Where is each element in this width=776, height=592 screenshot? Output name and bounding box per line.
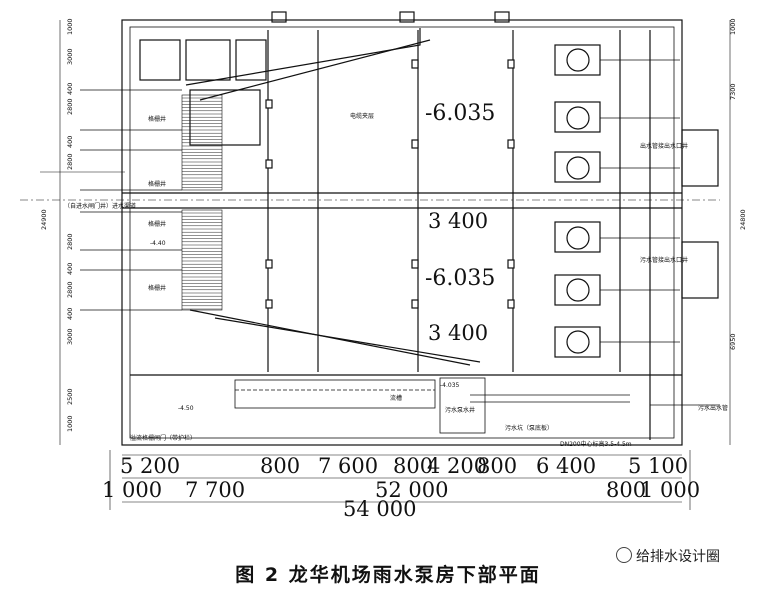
dim-row1-5: 800 (477, 454, 517, 478)
left-dim-10: 400 (66, 308, 74, 320)
inner-wall (129, 26, 675, 439)
label-outlet-top: 出水管接出水口井 (640, 142, 688, 150)
width-label-bottom: 3 400 (428, 321, 488, 345)
label-sewage-outlet: 污水出水管 (698, 404, 728, 412)
dim-total: 54 000 (343, 497, 416, 521)
elevation-bottom: -6.035 (425, 266, 495, 291)
label-grille-1: 格栅井 (148, 115, 166, 123)
watermark-text: 给排水设计圈 (636, 549, 720, 565)
label-sewage-pump: 污水泵水井 (445, 406, 475, 414)
elevation-labels: -6.035 -6.035 3 400 3 400 (425, 101, 495, 345)
room-labels: 格栅井 格栅井 格栅井 格栅井 电缆夹层 流槽 污水泵水井 污水坑（泵底板） 出… (64, 112, 728, 448)
dim-row1-0: 5 200 (120, 454, 180, 478)
left-dim-9: 2800 (66, 281, 74, 298)
left-dim-12: 2500 (66, 388, 74, 405)
left-dim-5: 2800 (66, 153, 74, 170)
left-dim-7: 2800 (66, 233, 74, 250)
label-grille-4: 格栅井 (148, 284, 166, 292)
dim-row1-7: 5 100 (628, 454, 688, 478)
width-label-top: 3 400 (428, 209, 488, 233)
left-dim-6: 24900 (40, 209, 48, 230)
dim-row2-4: 1 000 (640, 478, 700, 502)
dim-row2-2: 52 000 (375, 478, 448, 502)
dim-row2-1: 7 700 (185, 478, 245, 502)
left-dim-13: 1000 (66, 415, 74, 432)
label-inlet: （自进水闸门井）进水渠道 (64, 202, 136, 210)
dim-row1-3: 800 (393, 454, 433, 478)
left-dimensions: 1000 3000 400 2800 400 2800 24900 2800 400 2800 40… (40, 18, 74, 432)
left-dim-2: 400 (66, 83, 74, 95)
dim-row1-2: 7 600 (318, 454, 378, 478)
label-flow: 流槽 (390, 394, 402, 402)
left-dim-0: 1000 (66, 18, 74, 35)
watermark: 给排水设计圈 (616, 546, 720, 566)
label-valve-note: 溢流格栅闸门（带护栏） (130, 434, 196, 442)
right-dim-2: 24800 (739, 209, 747, 230)
dim-row1-1: 800 (260, 454, 300, 478)
label-pipe-dn: DN200中心标高3.5-4.5m (560, 440, 632, 448)
label-elev-small2: -4.50 (178, 405, 194, 412)
label-grille-2: 格栅井 (148, 180, 166, 188)
label-outlet-bottom: 污水管接出水口井 (640, 256, 688, 264)
dim-row2-0: 1 000 (102, 478, 162, 502)
left-dim-1: 3000 (66, 48, 74, 65)
label-sewage-pit: 污水坑（泵底板） (505, 424, 553, 432)
right-dimensions: 1000 7300 24800 6950 (729, 18, 747, 350)
pump-group-top (554, 44, 601, 183)
right-dim-1: 7300 (729, 83, 737, 100)
pump-group-bottom (554, 221, 601, 358)
right-dim-3: 6950 (729, 333, 737, 350)
label-cable: 电缆夹层 (350, 112, 374, 120)
wechat-icon (616, 547, 632, 563)
left-dim-8: 400 (66, 263, 74, 275)
right-dim-0: 1000 (729, 18, 737, 35)
left-dim-11: 3000 (66, 328, 74, 345)
dim-row1-4: 4 200 (427, 454, 487, 478)
dim-row1-6: 6 400 (536, 454, 596, 478)
label-elev-small1: -4.40 (150, 240, 166, 247)
label-elev-small3: -4.035 (440, 382, 460, 389)
left-dim-3: 2800 (66, 98, 74, 115)
figure-caption: 图 2 龙华机场雨水泵房下部平面 (235, 564, 541, 586)
label-grille-3: 格栅井 (148, 220, 166, 228)
dim-row2-3: 800 (606, 478, 646, 502)
outer-wall (121, 19, 683, 446)
left-dim-4: 400 (66, 136, 74, 148)
elevation-top: -6.035 (425, 101, 495, 126)
